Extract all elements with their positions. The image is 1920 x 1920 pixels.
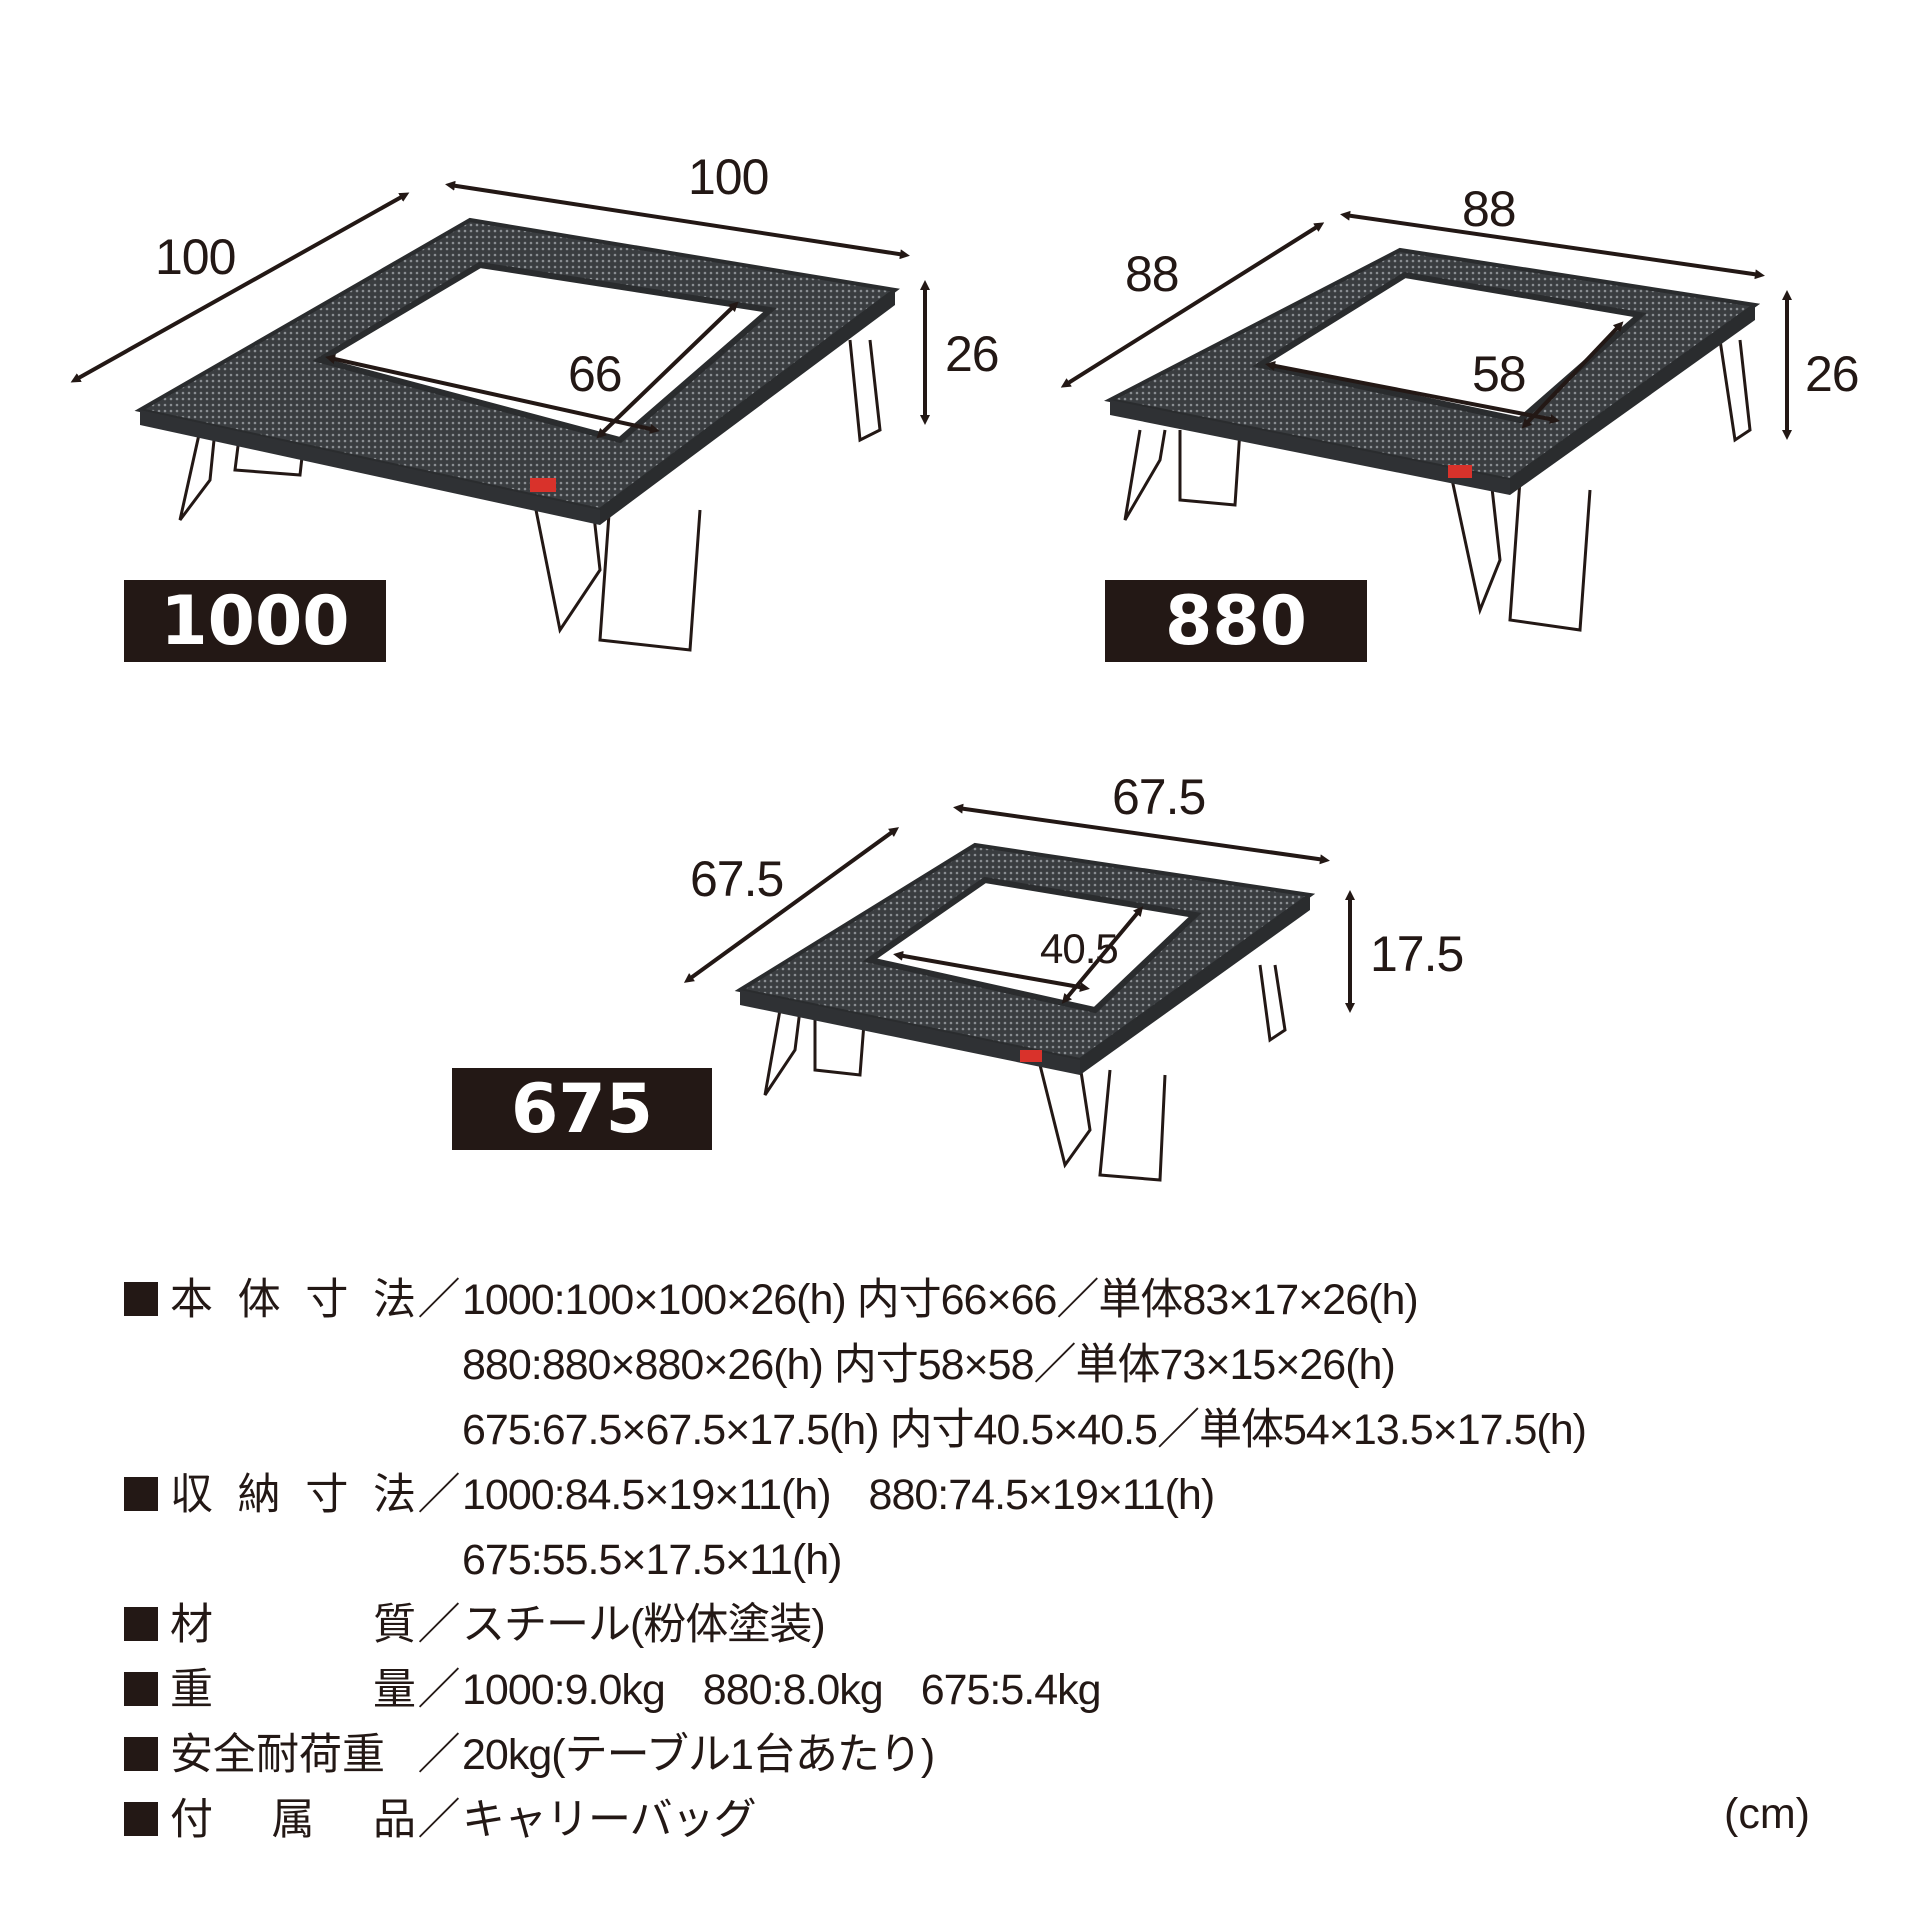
spec-value: 880:8.0kg — [702, 1666, 884, 1714]
separator: ／ — [417, 1731, 461, 1779]
square-bullet-icon — [124, 1737, 158, 1771]
square-bullet-icon — [124, 1477, 158, 1511]
model-badge-1000: 1000 — [124, 580, 386, 662]
square-bullet-icon — [124, 1802, 158, 1836]
spec-body-size: 本 体 寸 法 ／ 1000:100×100×26(h) 内寸66×66／単体8… — [124, 1268, 1586, 1333]
model-name: 1000 — [160, 581, 350, 661]
spec-value: 675:5.4kg — [920, 1666, 1102, 1714]
spec-material: 材 質 ／ スチール(粉体塗装) — [124, 1593, 1586, 1658]
model-badge-675: 675 — [452, 1068, 712, 1150]
spec-value: スチール(粉体塗装) — [462, 1601, 826, 1649]
spec-value: キャリーバッグ — [462, 1796, 757, 1844]
spec-label: 付 属 品 — [170, 1796, 416, 1844]
spec-load: 安全耐荷重 ／ 20kg(テーブル1台あたり) — [124, 1723, 1586, 1788]
square-bullet-icon — [124, 1672, 158, 1706]
square-bullet-icon — [124, 1282, 158, 1316]
depth-label-1000: 100 — [155, 229, 236, 285]
height-label-1000: 26 — [945, 326, 1000, 382]
separator: ／ — [417, 1276, 461, 1324]
separator: ／ — [417, 1601, 461, 1649]
spec-label: 安全耐荷重 — [170, 1731, 385, 1779]
width-label-1000: 100 — [688, 149, 769, 205]
width-label-880: 88 — [1462, 181, 1517, 237]
spec-value: 1000:9.0kg — [462, 1666, 666, 1714]
width-label-675: 67.5 — [1112, 769, 1206, 825]
unit-note: (cm) — [1724, 1790, 1810, 1838]
spec-weight: 重 量 ／ 1000:9.0kg 880:8.0kg 675:5.4kg — [124, 1658, 1586, 1723]
height-label-675: 17.5 — [1370, 926, 1464, 982]
model-name: 675 — [511, 1069, 653, 1149]
spec-list: 本 体 寸 法 ／ 1000:100×100×26(h) 内寸66×66／単体8… — [124, 1268, 1587, 1853]
spec-label: 本 体 寸 法 — [170, 1276, 416, 1324]
square-bullet-icon — [124, 1607, 158, 1641]
depth-label-675: 67.5 — [690, 851, 784, 907]
separator: ／ — [417, 1796, 461, 1844]
spec-value: 1000:100×100×26(h) 内寸66×66／単体83×17×26(h) — [462, 1276, 1419, 1324]
model-badge-880: 880 — [1105, 580, 1367, 662]
separator: ／ — [417, 1471, 461, 1519]
spec-value: 880:880×880×26(h) 内寸58×58／単体73×15×26(h) — [462, 1341, 1396, 1389]
spec-body-size-line: 880:880×880×26(h) 内寸58×58／単体73×15×26(h) — [462, 1333, 1586, 1398]
spec-storage-size: 収 納 寸 法 ／ 1000:84.5×19×11(h) 880:74.5×19… — [124, 1463, 1586, 1528]
inner-label-675: 40.5 — [1040, 925, 1119, 972]
spec-value: 675:67.5×67.5×17.5(h) 内寸40.5×40.5／単体54×1… — [462, 1406, 1587, 1454]
separator: ／ — [417, 1666, 461, 1714]
spec-label: 収 納 寸 法 — [170, 1471, 416, 1519]
spec-value: 880:74.5×19×11(h) — [868, 1471, 1216, 1519]
inner-label-880: 58 — [1472, 346, 1527, 402]
height-label-880: 26 — [1805, 346, 1860, 402]
spec-storage-size-line: 675:55.5×17.5×11(h) — [462, 1528, 1586, 1593]
inner-label-1000: 66 — [568, 346, 623, 402]
model-name: 880 — [1165, 581, 1307, 661]
spec-value: 675:55.5×17.5×11(h) — [462, 1536, 842, 1584]
spec-label: 重 量 — [170, 1666, 416, 1714]
spec-value: 20kg(テーブル1台あたり) — [462, 1731, 935, 1779]
spec-label: 材 質 — [170, 1601, 416, 1649]
spec-value: 1000:84.5×19×11(h) — [462, 1471, 832, 1519]
depth-label-880: 88 — [1125, 246, 1180, 302]
spec-accessories: 付 属 品 ／ キャリーバッグ — [124, 1788, 1586, 1853]
spec-body-size-line: 675:67.5×67.5×17.5(h) 内寸40.5×40.5／単体54×1… — [462, 1398, 1587, 1463]
